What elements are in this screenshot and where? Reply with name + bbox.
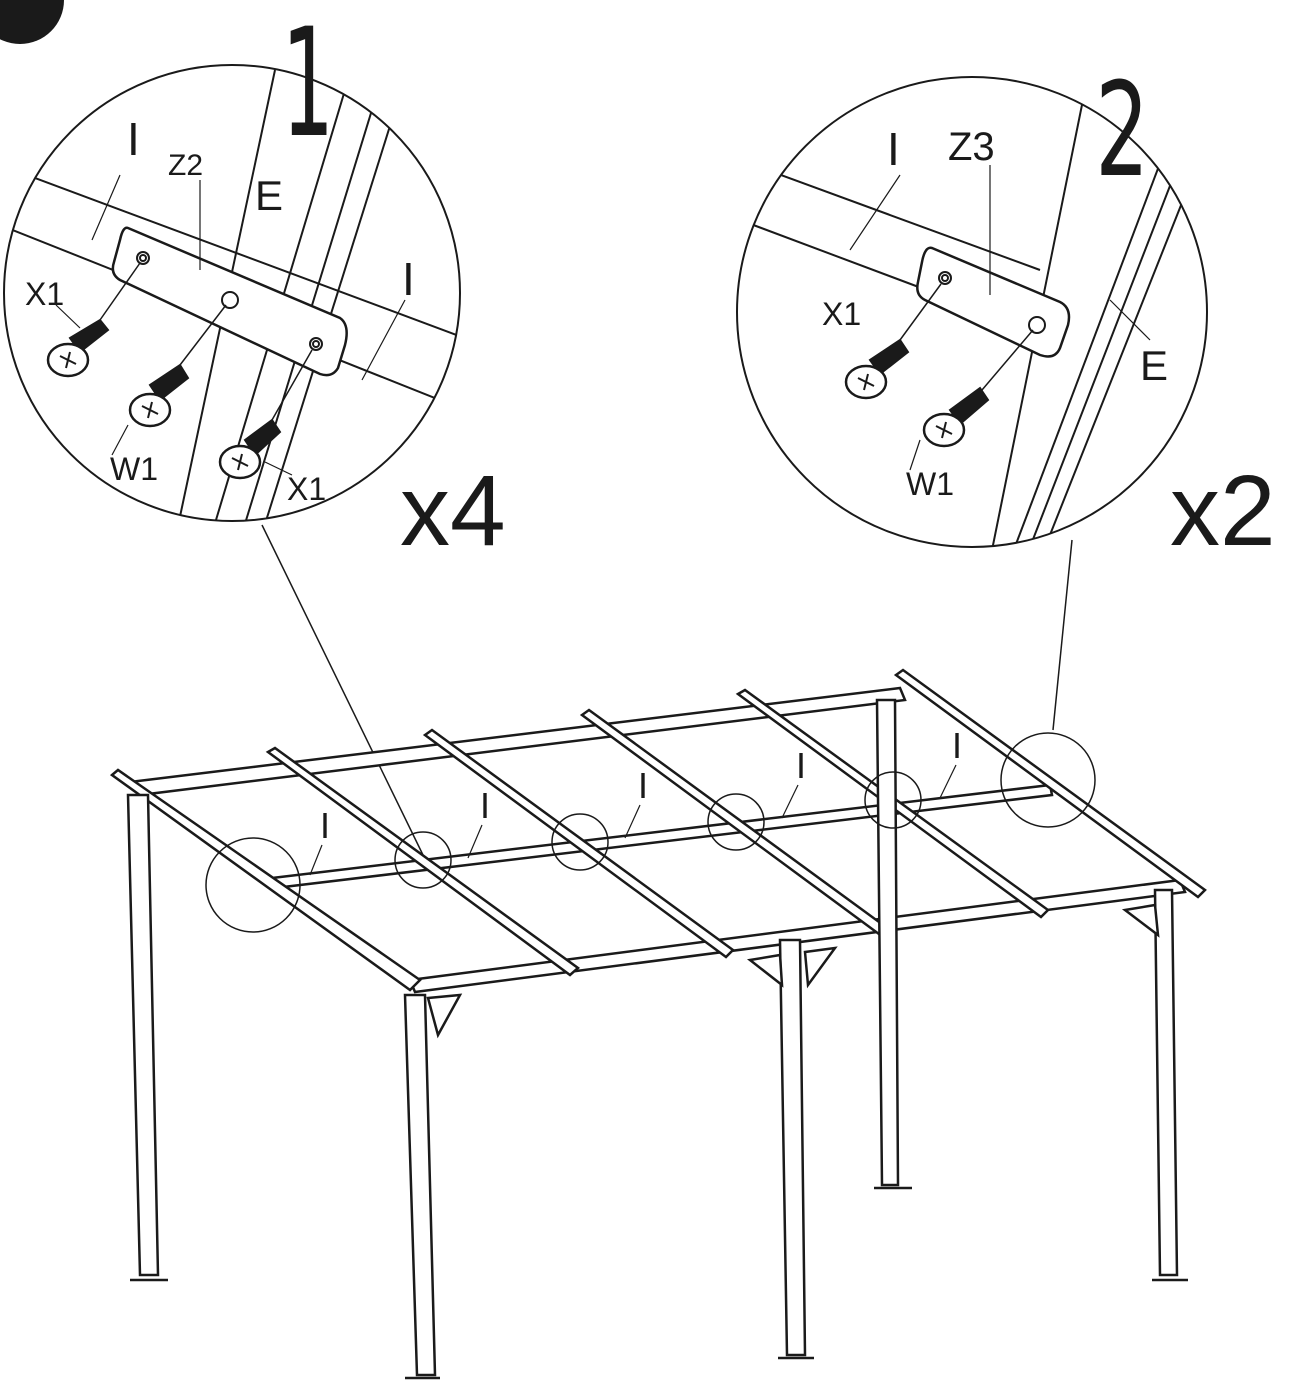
frame-label-i: I: [796, 745, 806, 786]
step-number-2: 2: [1095, 54, 1149, 206]
label-x1-left: X1: [25, 276, 64, 312]
detail-callout-2: I Z3 X1 E W1 2 x2: [736, 54, 1276, 567]
joint-circle: [551, 813, 609, 871]
joint-circle: [707, 793, 765, 851]
detail-callout-1: I Z2 E I X1 W1 X1 1 x4: [3, 0, 506, 567]
leader-detail-2: [1052, 539, 1073, 731]
joint-circle: [864, 771, 922, 829]
label-w1-2: W1: [906, 466, 954, 502]
multiplier-2: x2: [1170, 455, 1276, 567]
frame-label-i: I: [952, 725, 962, 766]
label-z2: Z2: [168, 149, 203, 182]
leader-detail-1: [261, 524, 424, 856]
step-number-1: 1: [282, 0, 334, 171]
label-e-2: E: [1140, 342, 1168, 389]
label-i-top-1: I: [127, 113, 140, 165]
joint-circle: [394, 831, 452, 889]
label-w1-1: W1: [110, 451, 158, 487]
label-i-top-2: I: [887, 123, 900, 175]
label-e-1: E: [255, 172, 283, 219]
label-i-right-1: I: [402, 253, 415, 305]
pergola-frame: [109, 668, 1207, 1380]
multiplier-1: x4: [400, 455, 506, 567]
joint-circle: [205, 837, 301, 933]
step-badge: [0, 0, 64, 44]
frame-label-i: I: [480, 785, 490, 826]
label-x1-2: X1: [822, 296, 861, 332]
frame-label-i: I: [320, 805, 330, 846]
label-z3: Z3: [948, 125, 995, 169]
label-x1-bottom: X1: [287, 471, 326, 507]
frame-label-i: I: [638, 765, 648, 806]
joint-circle: [1000, 732, 1096, 828]
